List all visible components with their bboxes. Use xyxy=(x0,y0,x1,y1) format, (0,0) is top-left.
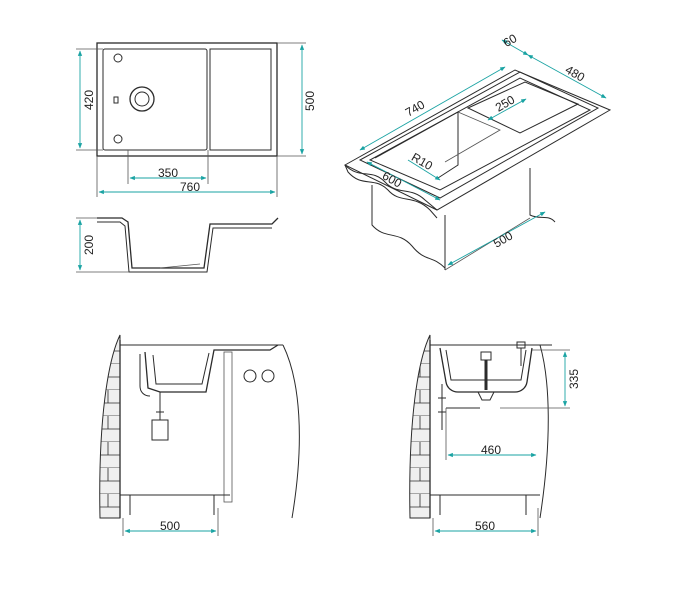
dim-section-depth: 200 xyxy=(82,235,96,255)
dim-iso-length: 740 xyxy=(403,97,428,119)
dim-iso-cabinet-width: 480 xyxy=(563,62,588,84)
dim-front-cabinet: 500 xyxy=(160,519,180,533)
iso-view: 740 60 480 250 R10 600 500 xyxy=(343,31,612,271)
dim-top-width-total: 760 xyxy=(180,180,200,194)
dim-top-width-bowl: 350 xyxy=(158,166,178,180)
dim-iso-depth: 600 xyxy=(380,168,405,190)
top-view: 500 420 350 760 xyxy=(76,42,317,197)
dim-side-cabinet: 560 xyxy=(475,519,495,533)
dim-iso-drain-width: 250 xyxy=(493,92,518,114)
dim-top-height-outer: 500 xyxy=(303,91,317,111)
section-view: 200 xyxy=(76,217,279,273)
dim-side-height: 335 xyxy=(567,369,581,389)
dim-iso-radius: R10 xyxy=(409,150,435,173)
dim-side-offset: 460 xyxy=(481,443,501,457)
dim-iso-thickness: 60 xyxy=(501,31,520,50)
dim-iso-cabinet-depth: 500 xyxy=(491,228,516,250)
install-side-view: 335 460 560 xyxy=(409,334,581,536)
install-front-view: 500 xyxy=(99,334,300,536)
dim-top-height-bowl: 420 xyxy=(82,90,96,110)
